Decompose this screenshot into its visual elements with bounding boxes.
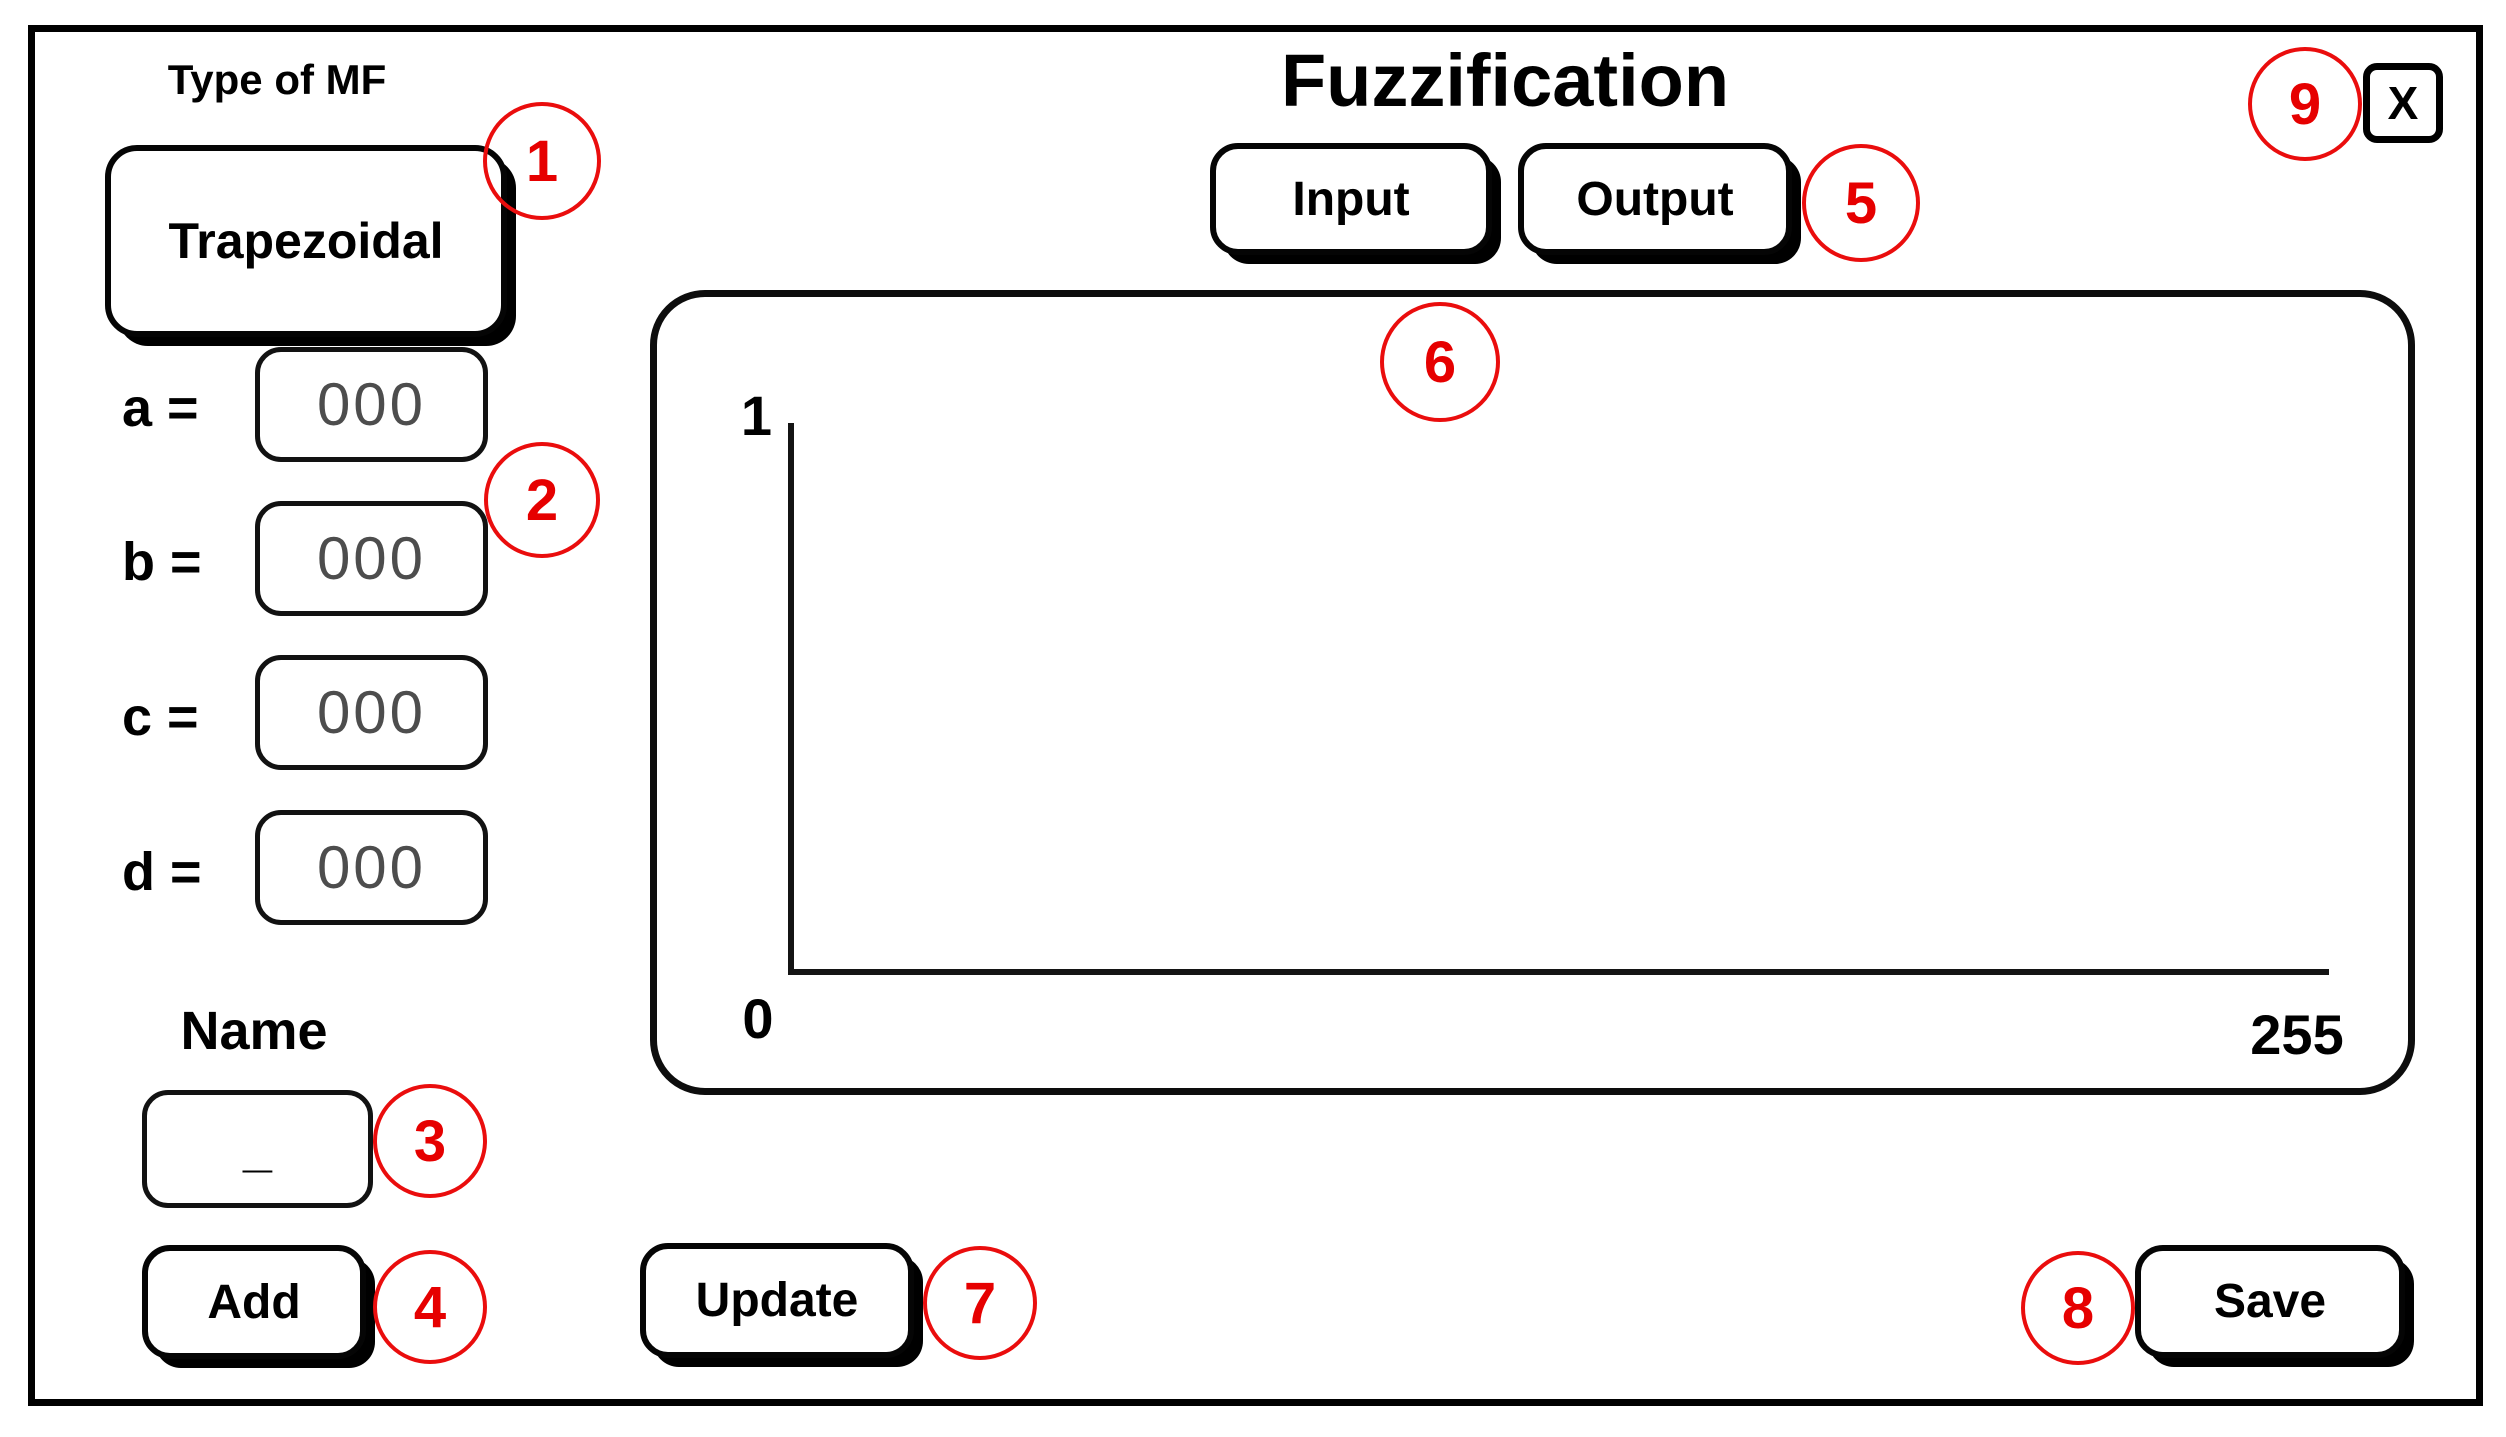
param-b-input[interactable]: 000 — [255, 501, 488, 616]
close-button[interactable]: X — [2363, 63, 2443, 143]
annotation-circle-1: 1 — [483, 102, 601, 220]
output-tab-button[interactable]: Output — [1518, 143, 1792, 255]
x-axis-max-label: 255 — [2250, 1003, 2344, 1066]
param-d-input[interactable]: 000 — [255, 810, 488, 925]
param-c-input[interactable]: 000 — [255, 655, 488, 770]
annotation-circle-2: 2 — [484, 442, 600, 558]
update-button[interactable]: Update — [640, 1243, 914, 1358]
param-d-label: d = — [122, 842, 202, 902]
annotation-circle-9: 9 — [2248, 47, 2362, 161]
annotation-circle-8: 8 — [2021, 1251, 2135, 1365]
page-title: Fuzzification — [1280, 39, 1730, 122]
param-b-label: b = — [122, 532, 202, 592]
input-tab-button[interactable]: Input — [1210, 143, 1492, 255]
name-label: Name — [180, 1001, 328, 1061]
save-button[interactable]: Save — [2135, 1245, 2405, 1358]
mf-type-button[interactable]: Trapezoidal — [105, 145, 507, 337]
annotation-circle-7: 7 — [923, 1246, 1037, 1360]
param-a-input[interactable]: 000 — [255, 347, 488, 462]
annotation-circle-6: 6 — [1380, 302, 1500, 422]
annotation-circle-5: 5 — [1802, 144, 1920, 262]
name-input[interactable]: _ — [142, 1090, 373, 1208]
y-axis-max-label: 1 — [740, 384, 772, 447]
membership-plot-panel — [650, 290, 2415, 1095]
param-a-label: a = — [122, 378, 199, 438]
plot-y-axis — [788, 423, 794, 975]
add-button[interactable]: Add — [142, 1245, 366, 1359]
annotation-circle-3: 3 — [373, 1084, 487, 1198]
param-c-label: c = — [122, 687, 199, 747]
plot-x-axis — [788, 969, 2329, 975]
type-of-mf-label: Type of MF — [167, 56, 387, 103]
x-axis-min-label: 0 — [742, 987, 774, 1050]
annotation-circle-4: 4 — [373, 1250, 487, 1364]
